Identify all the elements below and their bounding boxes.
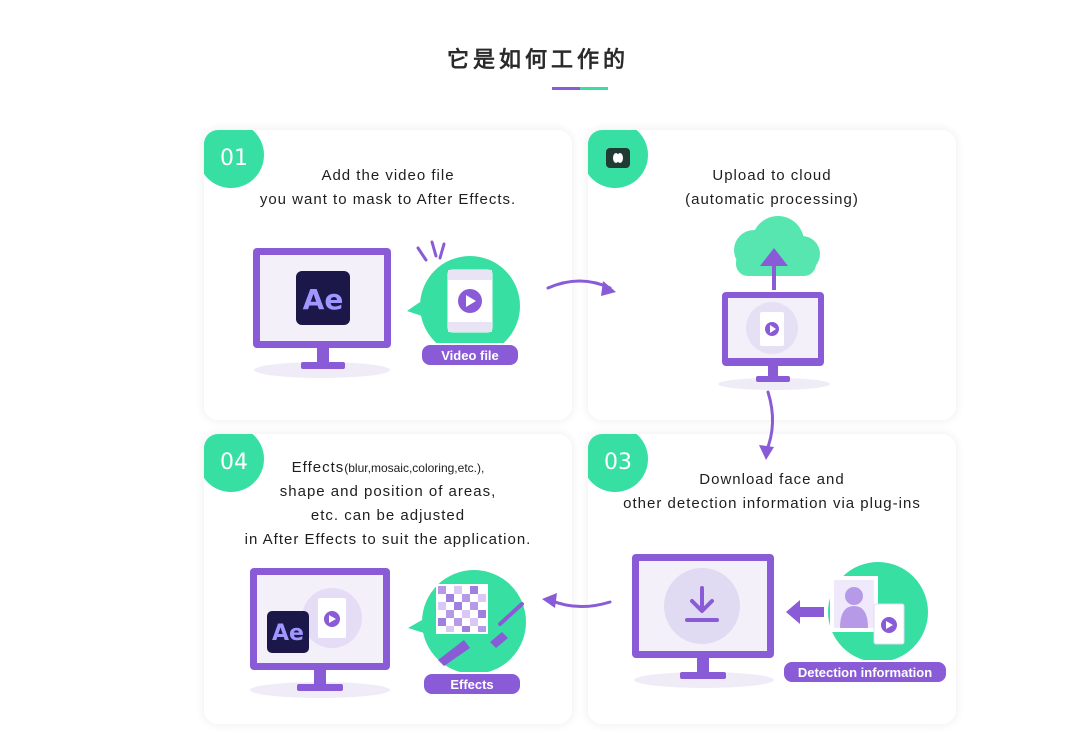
video-file-icon: [318, 598, 346, 638]
step-number-badge: 03: [588, 434, 648, 492]
page-title: 它是如何工作的: [446, 48, 629, 73]
effects-word: Effects: [291, 459, 345, 476]
video-file-icon: [447, 269, 493, 333]
download-icon: [685, 586, 719, 622]
step-number-badge: 01: [204, 130, 264, 188]
title-underline: [552, 87, 608, 90]
video-file-icon: [873, 603, 905, 645]
step-card-01: 01 Add the video file you want to mask t…: [204, 130, 572, 420]
face-detection-icon: [830, 576, 878, 632]
step-description: Upload to cloud (automatic processing): [608, 164, 936, 212]
step-line: (automatic processing): [685, 191, 859, 208]
step-card-03: 03 Download face and other detection inf…: [588, 434, 956, 724]
ae-label: Ae: [303, 283, 344, 316]
step-line: shape and position of areas,: [279, 483, 497, 500]
step-line: other detection information via plug-ins: [623, 495, 921, 512]
upload-arrow-icon: [760, 248, 788, 290]
ae-label: Ae: [272, 621, 304, 646]
underline-green: [580, 87, 608, 90]
cloud-icon: [734, 216, 820, 276]
step-02-illustration: [718, 216, 830, 390]
step-line: etc. can be adjusted: [310, 507, 466, 524]
arrow-left-icon: [786, 600, 824, 624]
detection-information-pill: Detection information: [782, 660, 948, 684]
effects-pill: Effects: [422, 672, 522, 696]
step-line: you want to mask to After Effects.: [259, 191, 517, 208]
step-card-02: Upload to cloud (automatic processing): [588, 130, 956, 420]
effects-examples: (blur,mosaic,coloring,etc.),: [344, 461, 485, 475]
after-effects-logo-icon: [296, 271, 350, 325]
step-line: Download face and: [699, 471, 845, 488]
step-description: Add the video file you want to mask to A…: [224, 164, 552, 212]
video-file-icon: [760, 312, 784, 346]
step-01-illustration: Ae: [253, 240, 520, 378]
step-line: Effects(blur,mosaic,coloring,etc.),: [224, 456, 552, 480]
step-description: Download face and other detection inform…: [608, 468, 936, 516]
after-effects-logo-icon: [267, 611, 309, 653]
step-line: Add the video file: [321, 167, 455, 184]
step-number-badge: [588, 130, 648, 188]
underline-purple: [552, 87, 580, 90]
mosaic-pattern-icon: [436, 584, 488, 634]
step-line: in After Effects to suit the application…: [244, 531, 532, 548]
step-number-badge: 04: [204, 434, 264, 492]
video-file-pill: Video file: [420, 343, 520, 367]
paint-stroke-icon: [438, 640, 470, 666]
step-line: Upload to cloud: [712, 167, 832, 184]
step-04-illustration: Ae: [250, 568, 526, 698]
step-card-04: 04 Effects(blur,mosaic,coloring,etc.), s…: [204, 434, 572, 724]
step-description: Effects(blur,mosaic,coloring,etc.), shap…: [224, 456, 552, 552]
step-badge-icon: [606, 148, 630, 168]
step-03-illustration: [632, 554, 928, 688]
paint-brush-icon: [490, 602, 524, 648]
